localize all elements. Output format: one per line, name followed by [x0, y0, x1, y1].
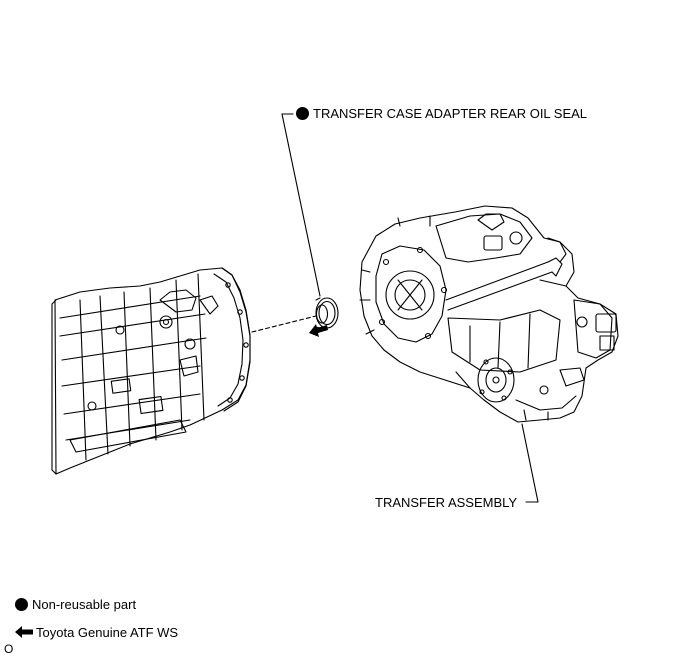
alignment-dashed-line — [251, 315, 317, 333]
corner-mark: O — [4, 642, 14, 656]
transmission-illustration — [51, 267, 251, 475]
oil-seal-leader-line — [281, 113, 321, 297]
legend-non-reusable: Non-reusable part — [15, 597, 136, 612]
legend-atf-text: Toyota Genuine ATF WS — [36, 625, 179, 640]
oil-seal-callout: TRANSFER CASE ADAPTER REAR OIL SEAL — [296, 106, 587, 121]
oil-seal-illustration — [315, 297, 339, 329]
transfer-leader-line — [521, 423, 539, 503]
atf-application-arrow-icon — [309, 324, 328, 337]
filled-circle-icon — [15, 598, 28, 611]
legend-non-reusable-text: Non-reusable part — [32, 597, 137, 612]
oil-seal-label: TRANSFER CASE ADAPTER REAR OIL SEAL — [313, 106, 588, 121]
non-reusable-dot-icon — [296, 107, 309, 120]
transfer-assembly-label: TRANSFER ASSEMBLY — [375, 495, 518, 510]
legend-atf: Toyota Genuine ATF WS — [15, 625, 178, 640]
arrow-left-icon — [15, 626, 33, 638]
transfer-assembly-callout: TRANSFER ASSEMBLY — [375, 495, 517, 510]
transfer-assembly-illustration — [359, 205, 619, 423]
